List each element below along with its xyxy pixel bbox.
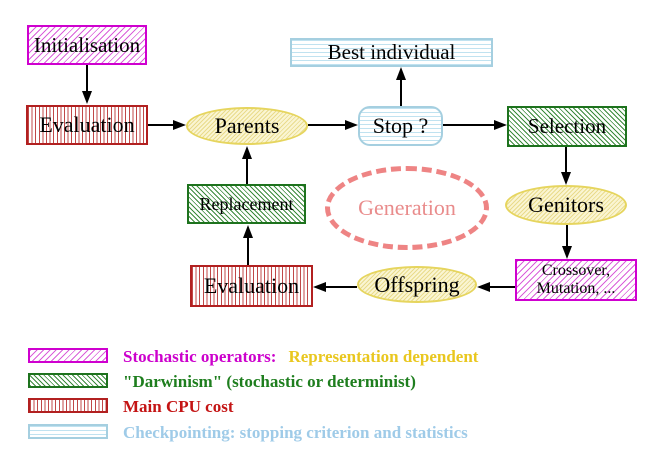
arrow-evaluation-to-parents xyxy=(148,124,175,126)
node-label: Generation xyxy=(358,195,456,220)
arrowhead-left-icon xyxy=(313,282,326,292)
node-selection: Selection xyxy=(507,106,627,147)
node-evaluation-top: Evaluation xyxy=(26,105,148,145)
node-label: Parents xyxy=(214,113,280,138)
legend-swatch-cpu xyxy=(28,398,108,413)
arrow-stop-to-selection xyxy=(443,124,495,126)
node-label: Evaluation xyxy=(203,273,300,298)
legend-label-representation: Representation dependent xyxy=(288,347,479,366)
arrowhead-right-icon xyxy=(345,120,358,130)
legend-label-stochastic: Stochastic operators: xyxy=(123,347,277,366)
arrowhead-down-icon xyxy=(561,172,571,185)
arrow-crossover-to-offspring xyxy=(489,286,515,288)
node-best-individual: Best individual xyxy=(290,38,493,67)
node-label: Replacement xyxy=(199,193,294,214)
arrowhead-up-icon xyxy=(396,67,406,80)
legend-label-checkpointing: Checkpointing: stopping criterion and st… xyxy=(123,423,468,442)
arrowhead-down-icon xyxy=(82,91,92,104)
node-label: Evaluation xyxy=(39,112,135,137)
node-replacement: Replacement xyxy=(187,184,306,224)
node-initialisation: Initialisation xyxy=(27,25,147,65)
arrow-parents-to-stop xyxy=(308,124,346,126)
arrow-evaluation-to-replacement xyxy=(247,237,249,265)
legend-swatch-darwinism xyxy=(28,373,108,388)
arrowhead-up-icon xyxy=(242,146,252,159)
legend-label-darwinism: "Darwinism" (stochastic or determinist) xyxy=(123,372,416,391)
node-label: Best individual xyxy=(327,40,456,64)
node-evaluation-bottom: Evaluation xyxy=(190,265,313,307)
arrow-stop-to-best-individual xyxy=(400,79,402,106)
node-parents: Parents xyxy=(186,107,308,145)
arrowhead-down-icon xyxy=(562,246,572,259)
node-label: Genitors xyxy=(528,192,604,217)
node-label: Offspring xyxy=(374,271,460,297)
node-label: Mutation, ... xyxy=(536,280,616,297)
legend-swatch-stochastic xyxy=(28,348,108,363)
node-genitors: Genitors xyxy=(505,185,627,225)
arrow-genitors-to-crossover xyxy=(566,225,568,247)
node-label: Stop ? xyxy=(372,113,429,138)
arrow-replacement-to-parents xyxy=(246,158,248,184)
node-stop: Stop ? xyxy=(358,106,443,146)
arrow-initialisation-to-evaluation xyxy=(86,65,88,93)
arrow-offspring-to-evaluation xyxy=(325,286,357,288)
node-label: Crossover, xyxy=(541,261,611,279)
legend-swatch-checkpointing xyxy=(28,424,108,439)
arrowhead-right-icon xyxy=(173,120,186,130)
arrow-selection-to-genitors xyxy=(565,147,567,173)
legend-row-stochastic: Stochastic operators: Representation dep… xyxy=(123,347,478,367)
node-label: Initialisation xyxy=(33,32,141,57)
node-generation-loop: Generation xyxy=(325,166,489,250)
node-crossover-mutation: Crossover, Mutation, ... xyxy=(515,259,637,301)
arrowhead-right-icon xyxy=(494,120,507,130)
node-label: Selection xyxy=(527,114,607,138)
node-offspring: Offspring xyxy=(357,266,477,303)
legend-label-cpu: Main CPU cost xyxy=(123,397,234,416)
arrowhead-left-icon xyxy=(477,282,490,292)
arrowhead-up-icon xyxy=(243,225,253,238)
